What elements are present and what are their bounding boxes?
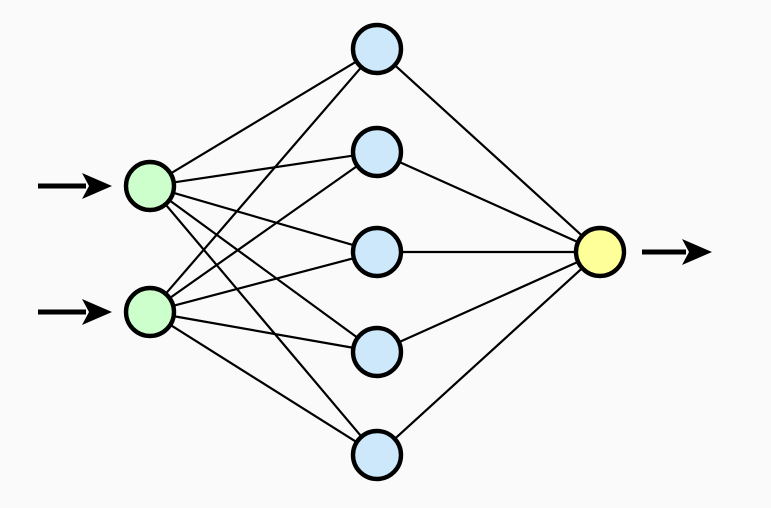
edge-h5-o1 xyxy=(392,266,585,441)
edge-i1-h3 xyxy=(170,191,357,247)
edge-layer xyxy=(163,59,585,444)
input-arrow-1-head xyxy=(82,173,112,199)
edge-i2-h5 xyxy=(168,323,359,444)
input-arrow-1 xyxy=(38,173,112,199)
edge-i1-h4 xyxy=(167,198,360,340)
output-node-1[interactable] xyxy=(573,225,627,279)
node-layer xyxy=(123,22,627,482)
arrow-layer xyxy=(38,173,712,325)
input-arrow-2-head xyxy=(82,299,112,325)
edge-i1-h1 xyxy=(168,59,359,176)
input-arrow-2 xyxy=(38,299,112,325)
output-arrow-1-head xyxy=(682,239,712,265)
edge-i2-h3 xyxy=(171,256,356,308)
hidden-node-4[interactable] xyxy=(350,325,404,379)
edge-h2-o1 xyxy=(396,160,581,244)
hidden-node-5[interactable] xyxy=(350,428,404,482)
edge-h1-o1 xyxy=(392,63,585,238)
edge-h4-o1 xyxy=(396,260,581,344)
edge-i2-h2 xyxy=(167,164,360,300)
input-node-1[interactable] xyxy=(123,159,177,213)
output-arrow-1 xyxy=(642,239,712,265)
edge-i1-h5 xyxy=(163,202,364,439)
edge-i1-h2 xyxy=(171,154,356,184)
hidden-node-1[interactable] xyxy=(350,22,404,76)
edge-i2-h4 xyxy=(171,314,356,350)
input-node-2[interactable] xyxy=(123,285,177,339)
hidden-node-2[interactable] xyxy=(350,125,404,179)
hidden-node-3[interactable] xyxy=(350,225,404,279)
edge-i2-h1 xyxy=(163,65,364,296)
